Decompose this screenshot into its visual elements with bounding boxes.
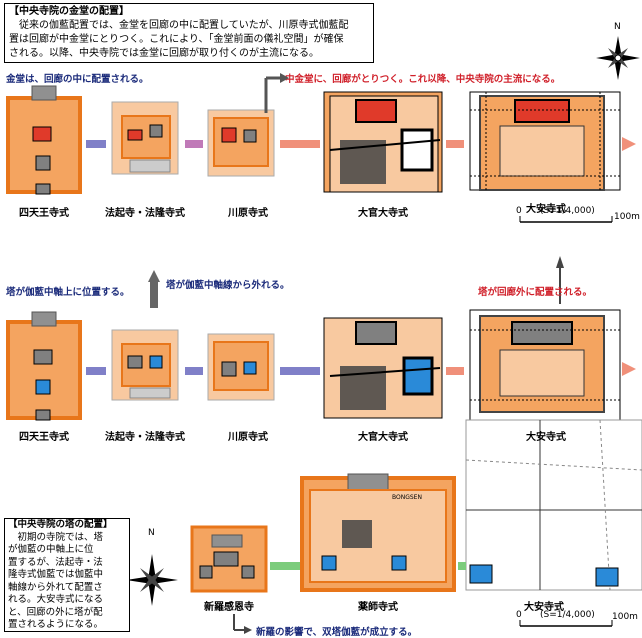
scale2-end: 100m	[612, 612, 638, 622]
row1-plan-daikandaiji	[323, 91, 443, 193]
row2-label-kawaharadera: 川原寺式	[228, 432, 268, 443]
tower-description-box: 【中央寺院の塔の配置】 初期の寺院では、塔 が伽藍の中軸上に位 置するが、法起寺…	[4, 518, 130, 632]
scale1-ratio: (S=1/4,000)	[540, 206, 595, 216]
row2-plan-daianji	[469, 309, 621, 421]
row3-label-kamunsa: 新羅感恩寺	[204, 602, 254, 613]
row2-plan-shitennoji	[6, 311, 82, 421]
tower-box-line-7: と、回廊の外に塔が配	[8, 606, 103, 618]
row3-inner-text: BONGSEN	[392, 494, 422, 501]
row3-plan-kamunsa	[190, 525, 268, 593]
row3-compass-north: N	[148, 528, 155, 538]
row2-label-daianji: 大安寺式	[526, 432, 566, 443]
row2-label-hokiji: 法起寺・法隆寺式	[105, 432, 185, 443]
row2-caption-blue-2: 塔が伽藍中軸線から外れる。	[166, 280, 290, 291]
row1-label-daikandaiji: 大官大寺式	[358, 208, 408, 219]
scale-bar-2	[519, 620, 613, 627]
row1-label-kawaharadera: 川原寺式	[228, 208, 268, 219]
golden-hall-description-box: 【中央寺院の金堂の配置】 従来の伽藍配置では、金堂を回廊の中に配置していたが、川…	[4, 3, 374, 63]
tower-box-line-4: 隆寺式伽藍では伽藍中	[8, 569, 104, 580]
row2-plan-daikandaiji	[323, 317, 443, 419]
row2-plan-hokiji	[111, 329, 179, 401]
compass-north-label: N	[614, 22, 621, 32]
row1-caption-red: 中金堂に、回廊がとりつく。これ以降、中央寺院の主流になる。	[285, 74, 561, 85]
scale-bar-1	[519, 216, 613, 223]
scale1-zero: 0	[516, 206, 522, 216]
tower-box-line-1: 初期の寺院では、塔	[8, 531, 104, 543]
scale2-zero: 0	[516, 610, 522, 620]
row1-label-hokiji: 法起寺・法隆寺式	[105, 208, 185, 219]
row1-label-daianji: 大安寺式	[526, 204, 566, 215]
row2-label-shitennoji: 四天王寺式	[19, 432, 69, 443]
row3-label-daianji: 大安寺式	[524, 602, 564, 613]
golden-hall-box-line-1: 従来の伽藍配置では、金堂を回廊の中に配置していたが、川原寺式伽藍配	[9, 20, 349, 31]
row1-label-shitennoji: 四天王寺式	[19, 208, 69, 219]
row1-plan-shitennoji	[6, 85, 82, 195]
row1-plan-kawaharadera	[207, 73, 289, 177]
row1-caption-blue: 金堂は、回廊の中に配置される。	[6, 74, 149, 85]
row3-label-yakushiji: 薬師寺式	[358, 602, 398, 613]
golden-hall-box-line-2: 置は回廊が中金堂にとりつく。これにより、「金堂前面の儀礼空間」が確保	[9, 34, 344, 45]
row2-plan-kawaharadera	[207, 333, 275, 401]
golden-hall-box-title: 【中央寺院の金堂の配置】	[9, 6, 129, 17]
row3-caption-blue: 新羅の影響で、双塔伽藍が成立する。	[256, 627, 418, 638]
row2-caption-blue-1: 塔が伽藍中軸上に位置する。	[6, 287, 130, 298]
tower-box-line-2: が伽藍の中軸上に位	[8, 544, 94, 555]
row3-plan-yakushiji	[300, 473, 456, 592]
golden-hall-box-line-3: される。以降、中央寺院では金堂に回廊が取り付くのが主流になる。	[9, 48, 319, 59]
scale1-end: 100m	[614, 212, 640, 222]
tower-box-line-8: 置されるようになる。	[8, 619, 104, 630]
tower-box-line-3: 置するが、法起寺・法	[8, 556, 103, 568]
row2-label-daikandaiji: 大官大寺式	[358, 432, 408, 443]
tower-box-line-5: 軸線から外れて配置さ	[8, 581, 103, 593]
tower-box-line-6: れる。大安寺式になる	[8, 594, 104, 605]
row1-plan-daianji	[469, 91, 621, 191]
scale2-ratio: (S=1/4,000)	[540, 610, 595, 620]
row1-plan-hokiji	[111, 101, 179, 175]
tower-box-title: 【中央寺院の塔の配置】	[8, 519, 113, 530]
row3-street-map	[465, 419, 642, 591]
row2-caption-red: 塔が回廊外に配置される。	[478, 287, 593, 298]
